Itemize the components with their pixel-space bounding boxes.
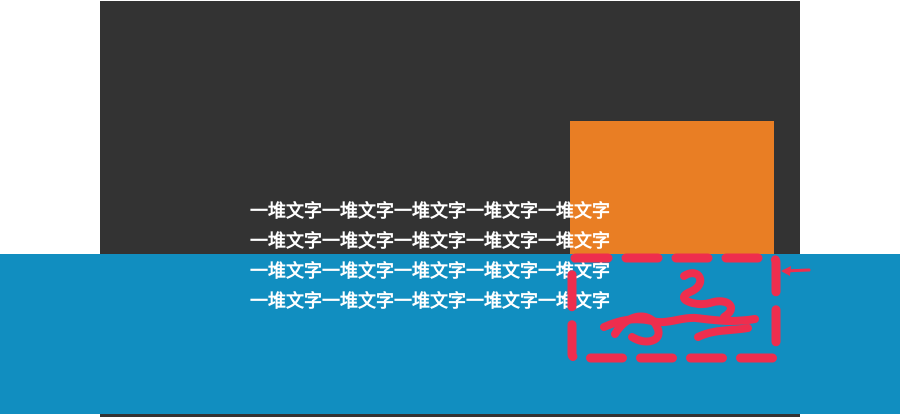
text-line: 一堆文字一堆文字一堆文字一堆文字一堆文字 bbox=[250, 291, 610, 312]
text-line: 一堆文字一堆文字一堆文字一堆文字一堆文字 bbox=[250, 231, 610, 252]
repeated-text-block: 一堆文字一堆文字一堆文字一堆文字一堆文字 一堆文字一堆文字一堆文字一堆文字一堆文… bbox=[250, 197, 670, 317]
text-line: 一堆文字一堆文字一堆文字一堆文字一堆文字 bbox=[250, 201, 610, 222]
text-line: 一堆文字一堆文字一堆文字一堆文字一堆文字 bbox=[250, 261, 610, 282]
